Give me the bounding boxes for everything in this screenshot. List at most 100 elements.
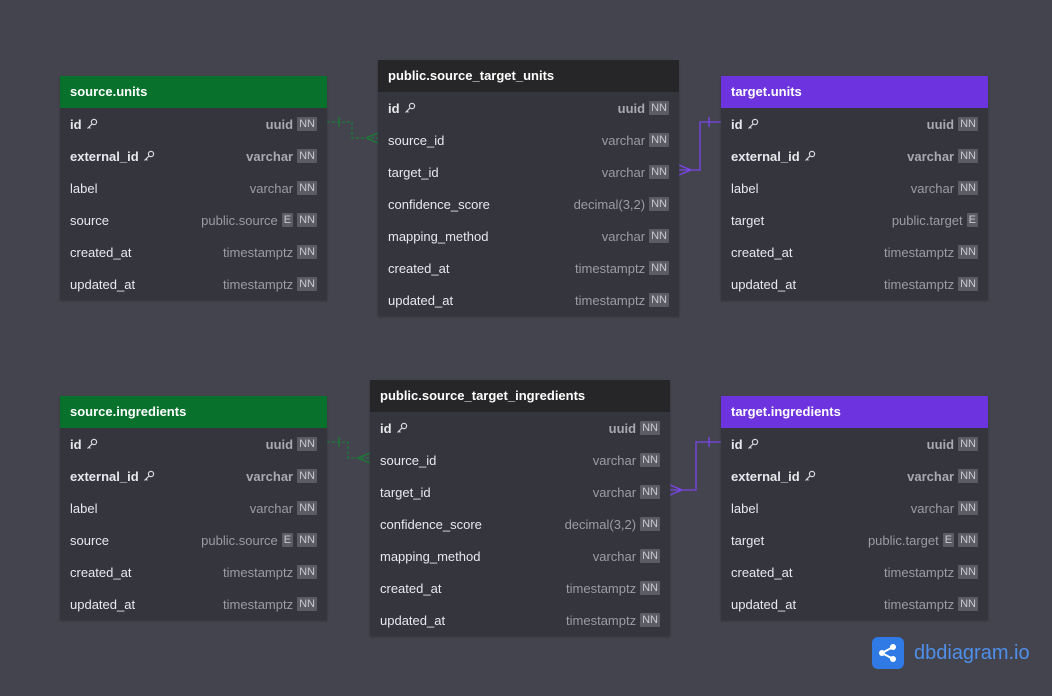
enum-badge: E (281, 213, 294, 227)
not-null-badge: NN (640, 453, 660, 467)
table-header[interactable]: public.source_target_ingredients (370, 380, 670, 412)
field-type: varchar (601, 228, 646, 244)
table-header[interactable]: target.units (721, 76, 988, 108)
not-null-badge: NN (297, 117, 317, 131)
table-header[interactable]: target.ingredients (721, 396, 988, 428)
field-name-wrap: id (388, 101, 618, 116)
field-name-wrap: target (731, 533, 868, 548)
field-name-wrap: created_at (380, 581, 566, 596)
not-null-badge: NN (958, 469, 978, 483)
dbdiagram-logo[interactable]: dbdiagram.io (872, 637, 1030, 669)
field-type: timestamptz (884, 244, 955, 260)
not-null-badge: NN (297, 437, 317, 451)
not-null-badge: NN (640, 421, 660, 435)
field-name-wrap: mapping_method (388, 229, 602, 244)
not-null-badge: NN (649, 261, 669, 275)
field-name: external_id (731, 468, 800, 484)
key-icon (747, 438, 759, 450)
field-name-wrap: label (731, 501, 911, 516)
field-name: created_at (388, 260, 450, 276)
field-name-wrap: id (70, 437, 266, 452)
table-header[interactable]: source.units (60, 76, 327, 108)
field-type: uuid (265, 116, 294, 132)
table-header[interactable]: source.ingredients (60, 396, 327, 428)
field-type: decimal(3,2) (564, 516, 637, 532)
table-header[interactable]: public.source_target_units (378, 60, 679, 92)
relation-many-marker (365, 132, 379, 144)
field-name-wrap: created_at (70, 565, 223, 580)
not-null-badge: NN (640, 581, 660, 595)
field-name: source (70, 212, 110, 228)
not-null-badge: NN (958, 501, 978, 515)
field-name: id (70, 436, 82, 452)
enum-badge: E (281, 533, 294, 547)
field-name: created_at (70, 244, 132, 260)
field-name: updated_at (70, 596, 136, 612)
field-name: confidence_score (380, 516, 482, 532)
relation-line-target-units (679, 121, 721, 171)
field-type: varchar (249, 180, 294, 196)
field-name: created_at (380, 580, 442, 596)
field-type: timestamptz (884, 564, 955, 580)
field-name-wrap: updated_at (70, 277, 223, 292)
enum-badge: E (966, 213, 978, 227)
field-type: varchar (601, 164, 646, 180)
field-name-wrap: target_id (380, 485, 593, 500)
field-name: target (731, 212, 765, 228)
not-null-badge: NN (297, 565, 317, 579)
field-name-wrap: updated_at (388, 293, 575, 308)
not-null-badge: NN (958, 565, 978, 579)
not-null-badge: NN (958, 533, 978, 547)
field-type: timestamptz (566, 580, 637, 596)
